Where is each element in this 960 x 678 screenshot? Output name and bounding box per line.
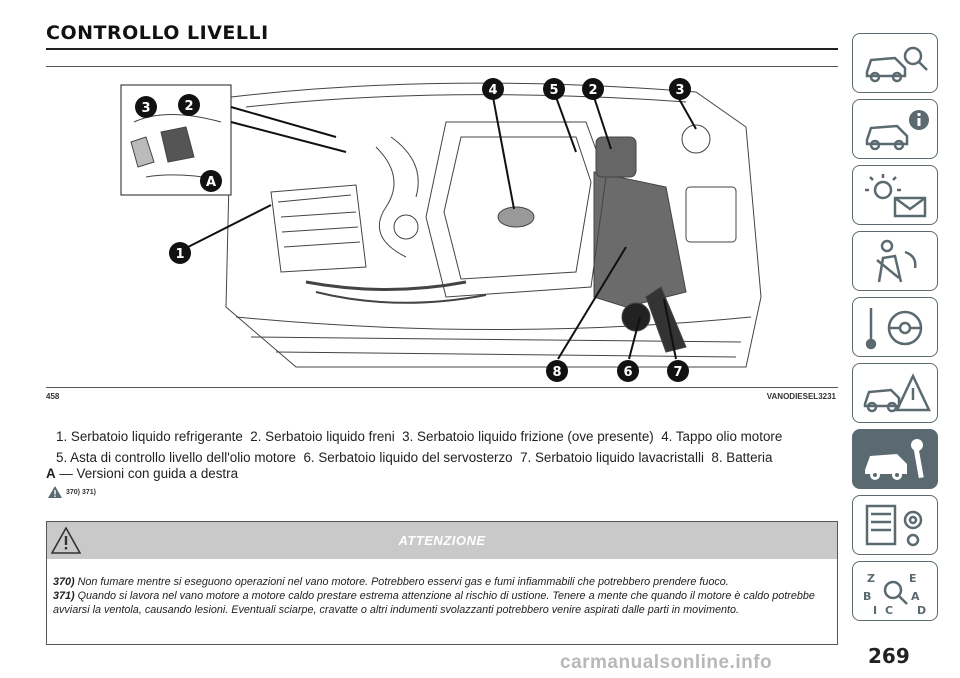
- legend-item: 3. Serbatoio liquido frizione (ove prese…: [402, 429, 654, 444]
- warning-title: ATTENZIONE: [398, 533, 486, 548]
- car-info-icon: [865, 110, 929, 151]
- version-text: — Versioni con guida a destra: [59, 466, 239, 481]
- legend-item: 4. Tappo olio motore: [661, 429, 783, 444]
- tab-steering-key[interactable]: [852, 297, 938, 357]
- figure-number: 458: [46, 392, 60, 401]
- steering-key-icon: [865, 308, 923, 350]
- warning-box: ATTENZIONE 370) Non fumare mentre si ese…: [46, 521, 838, 645]
- svg-text:E: E: [909, 572, 917, 585]
- callout-6: 6: [623, 365, 632, 380]
- callout-7: 7: [673, 365, 682, 380]
- legend-item: 6. Serbatoio liquido del servosterzo: [303, 450, 513, 465]
- page-number: 269: [868, 644, 910, 668]
- legend-item: 5. Asta di controllo livello dell'olio m…: [56, 450, 296, 465]
- version-letter: A: [46, 466, 56, 481]
- tab-car-emergency[interactable]: [852, 363, 938, 423]
- figure-caption: 458 VANODIESEL3231: [46, 392, 838, 401]
- legend-item: 2. Serbatoio liquido freni: [250, 429, 395, 444]
- car-maintenance-icon: [865, 439, 924, 480]
- svg-text:Z: Z: [867, 572, 875, 585]
- svg-text:I: I: [873, 604, 877, 616]
- svg-text:B: B: [863, 590, 871, 603]
- tab-warning-lights[interactable]: [852, 165, 938, 225]
- warning-icon: [51, 527, 81, 554]
- technical-data-icon: [865, 504, 923, 547]
- warning-note-370: 370) Non fumare mentre si eseguono opera…: [53, 575, 831, 589]
- tab-technical-data[interactable]: [852, 495, 938, 555]
- figure-code: VANODIESEL3231: [766, 392, 836, 401]
- inset-callout-2: 2: [184, 99, 193, 114]
- callout-4: 4: [488, 83, 497, 98]
- note-ref: 371): [53, 590, 75, 602]
- legend-item: 1. Serbatoio liquido refrigerante: [56, 429, 243, 444]
- warning-text: 370) Non fumare mentre si eseguono opera…: [47, 559, 837, 617]
- engine-figure: 3 2 A 1 4 5 2 3 8 6 7: [46, 66, 838, 388]
- warning-refs: 370) 371): [48, 486, 96, 498]
- watermark: carmanualsonline.info: [560, 652, 773, 673]
- legend-item: 8. Batteria: [711, 450, 773, 465]
- warning-header: ATTENZIONE: [47, 522, 837, 559]
- warning-note-371: 371) Quando si lavora nel vano motore a …: [53, 589, 831, 617]
- callout-5: 5: [549, 83, 558, 98]
- svg-text:C: C: [885, 604, 893, 616]
- callout-8: 8: [552, 365, 561, 380]
- svg-text:D: D: [917, 604, 926, 616]
- callout-2: 2: [588, 83, 597, 98]
- tab-car-maintenance[interactable]: [852, 429, 938, 489]
- engine-bay-illustration: 3 2 A 1 4 5 2 3 8 6 7: [120, 78, 762, 382]
- note-text: Quando si lavora nel vano motore a motor…: [53, 590, 815, 616]
- car-emergency-icon: [863, 373, 931, 413]
- title-rule: [46, 48, 838, 50]
- warning-ref-numbers: 370) 371): [66, 488, 96, 496]
- note-ref: 370): [53, 576, 75, 588]
- seatbelt-airbag-icon: [876, 239, 917, 283]
- inset-callout-3: 3: [141, 101, 150, 116]
- tab-seatbelt-airbag[interactable]: [852, 231, 938, 291]
- version-note: A — Versioni con guida a destra: [46, 466, 238, 481]
- tab-car-info[interactable]: [852, 99, 938, 159]
- warning-small-icon: [48, 486, 62, 498]
- tab-car-search[interactable]: [852, 33, 938, 93]
- figure-legend: 1. Serbatoio liquido refrigerante 2. Ser…: [56, 426, 846, 468]
- warning-lights-icon: [865, 174, 927, 218]
- callout-A: A: [206, 175, 216, 190]
- legend-item: 7. Serbatoio liquido lavacristalli: [520, 450, 704, 465]
- car-search-icon: [865, 46, 928, 83]
- note-text: Non fumare mentre si eseguono operazioni…: [77, 576, 729, 588]
- svg-text:A: A: [911, 590, 920, 603]
- section-title: CONTROLLO LIVELLI: [46, 22, 269, 44]
- callout-1: 1: [175, 247, 184, 262]
- callout-3: 3: [675, 83, 684, 98]
